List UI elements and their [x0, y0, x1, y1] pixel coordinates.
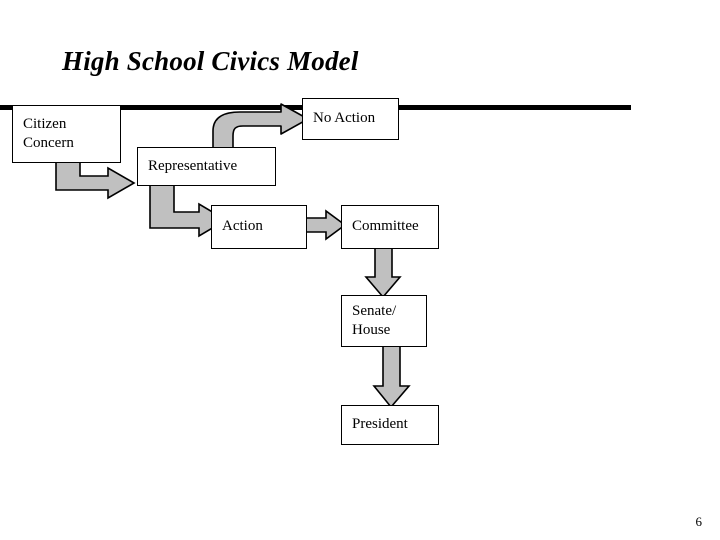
arrow-senate-house-to-president: [372, 345, 411, 409]
node-committee[interactable]: Committee: [341, 205, 439, 249]
arrow-representative-to-no-action: [212, 103, 309, 151]
node-action-label: Action: [222, 218, 263, 235]
node-action[interactable]: Action: [211, 205, 307, 249]
page-title: High School Civics Model: [62, 46, 359, 76]
node-president[interactable]: President: [341, 405, 439, 445]
arrow-citizen-concern-to-representative: [55, 159, 136, 200]
node-representative-label: Representative: [148, 157, 238, 174]
node-no-action[interactable]: No Action: [302, 98, 399, 140]
node-senate-house[interactable]: Senate/ House: [341, 295, 427, 347]
node-representative[interactable]: Representative: [137, 147, 276, 186]
page-number: 6: [695, 514, 703, 529]
node-citizen-concern[interactable]: Citizen Concern: [12, 105, 121, 163]
arrow-committee-to-senate-house: [364, 245, 402, 299]
node-president-label: President: [352, 416, 408, 433]
arrow-action-to-committee: [304, 209, 347, 241]
node-no-action-label: No Action: [313, 110, 376, 127]
node-senate-house-label: Senate/ House: [352, 302, 397, 338]
node-committee-label: Committee: [352, 218, 419, 235]
node-citizen-concern-label: Citizen Concern: [23, 115, 74, 151]
